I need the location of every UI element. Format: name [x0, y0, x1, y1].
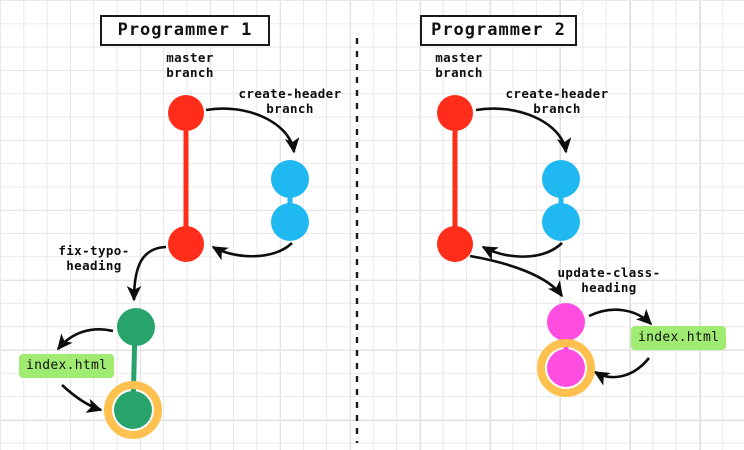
commit-node-create-header-commit-1-p2[interactable]: [542, 160, 580, 198]
arrow-master-to-create-header-p1: [205, 107, 300, 154]
label-master-branch-p2: master branch: [435, 50, 483, 80]
commit-node-fix-typo-commit-2-p1[interactable]: [114, 391, 152, 429]
label-create-header-branch-p2: create-header branch: [505, 86, 609, 116]
commit-node-create-header-commit-2-p2[interactable]: [542, 203, 580, 241]
commit-node-update-class-commit-2-p2[interactable]: [547, 349, 585, 387]
arrow-file-to-commit-p2: [593, 357, 651, 386]
arrow-commit-to-file-p1: [56, 327, 114, 351]
commit-node-master-commit-1-p1[interactable]: [168, 95, 204, 131]
label-update-class-heading-p2: update-class- heading: [557, 265, 661, 295]
arrow-commit-to-file-p2: [588, 308, 653, 326]
checkout-ring-update-class-commit-2-p2: [537, 339, 595, 397]
file-badge-index-html-p2[interactable]: index.html: [631, 326, 727, 350]
label-fix-typo-heading-p1: fix-typo- heading: [58, 243, 130, 273]
commit-node-master-commit-2-p1[interactable]: [168, 226, 204, 262]
commit-node-update-class-commit-1-p2[interactable]: [547, 303, 585, 341]
arrow-create-header-to-master-p2: [481, 242, 563, 261]
file-badge-index-html-p1[interactable]: index.html: [19, 354, 115, 378]
label-create-header-branch-p1: create-header branch: [238, 86, 342, 116]
arrow-file-to-commit-p1: [61, 384, 103, 413]
arrow-master-to-fix-typo-p1: [126, 245, 167, 302]
commit-node-create-header-commit-1-p1[interactable]: [271, 160, 309, 198]
panel-title-programmer-2: Programmer 2: [420, 15, 577, 46]
commit-node-master-commit-2-p2[interactable]: [437, 226, 473, 262]
commit-node-create-header-commit-2-p1[interactable]: [271, 203, 309, 241]
commit-node-master-commit-1-p2[interactable]: [437, 95, 473, 131]
label-master-branch-p1: master branch: [166, 50, 214, 80]
arrow-master-to-update-class-p2: [469, 254, 564, 298]
commit-node-fix-typo-commit-1-p1[interactable]: [117, 308, 155, 346]
arrow-master-to-create-header-p2: [475, 107, 572, 154]
checkout-ring-fix-typo-commit-2-p1: [104, 381, 162, 439]
panel-title-programmer-1: Programmer 1: [100, 15, 270, 46]
arrow-create-header-to-master-p1: [211, 242, 293, 261]
